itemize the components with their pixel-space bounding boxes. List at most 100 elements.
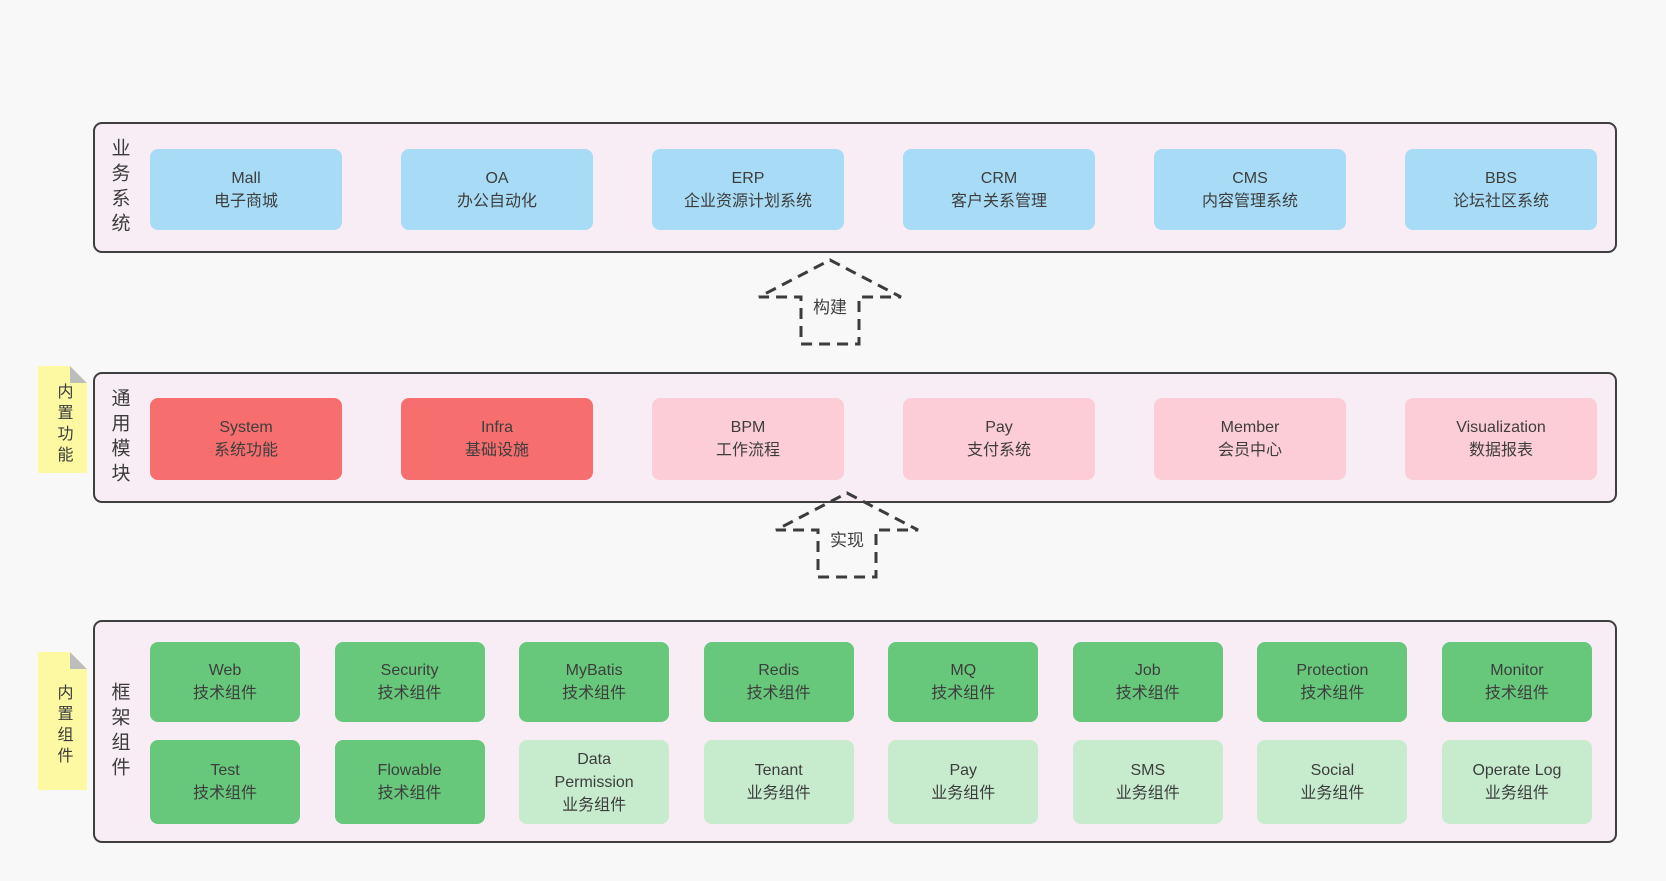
module-box: Visualization 数据报表	[1405, 398, 1597, 480]
box-title: Tenant	[754, 762, 803, 779]
arrow-label: 构建	[810, 293, 850, 318]
arrow-up-build: 构建	[755, 257, 905, 347]
box-title: Mall	[231, 169, 261, 187]
box-title: Social	[1310, 762, 1355, 779]
box-title: Visualization	[1456, 419, 1546, 436]
box-row: System 系统功能 Infra 基础设施 BPM 工作流程 Pay 支付系统 Member 会…	[150, 398, 1597, 480]
box-subtitle: 业务组件	[746, 785, 811, 802]
box-title: Test	[210, 762, 240, 779]
sticky-note: 内置组件	[38, 652, 87, 790]
box-title: BPM	[730, 419, 766, 436]
section-label: 通用模块	[108, 387, 130, 488]
module-box: BBS 论坛社区系统	[1405, 149, 1597, 230]
module-box: Data Permission 业务组件	[519, 740, 670, 824]
box-subtitle: 业务组件	[1484, 785, 1549, 802]
box-subtitle: 办公自动化	[456, 192, 537, 210]
box-subtitle: 论坛社区系统	[1452, 192, 1549, 210]
module-box: Pay 业务组件	[888, 740, 1039, 824]
box-subtitle: 技术组件	[377, 785, 442, 802]
box-subtitle: 业务组件	[1300, 785, 1365, 802]
box-subtitle: 数据报表	[1468, 442, 1533, 459]
module-box: Job 技术组件	[1072, 642, 1223, 722]
box-title: Job	[1134, 662, 1161, 679]
box-subtitle: 业务组件	[1115, 785, 1180, 802]
module-box: Member 会员中心	[1154, 398, 1346, 480]
box-subtitle: 技术组件	[192, 685, 257, 702]
page-fold-icon	[70, 366, 87, 383]
module-box: Flowable 技术组件	[334, 740, 485, 824]
arrow-label: 实现	[827, 526, 867, 551]
section-label: 框架组件	[108, 681, 130, 782]
box-subtitle: 业务组件	[562, 796, 627, 814]
module-box: Social 业务组件	[1257, 740, 1408, 824]
sticky-label: 内置功能	[54, 382, 72, 467]
box-subtitle: 技术组件	[1484, 685, 1549, 702]
dashed-up-arrow-icon	[775, 491, 919, 579]
module-box: MQ 技术组件	[888, 642, 1039, 722]
box-title: Operate Log	[1472, 762, 1562, 779]
page-fold-icon	[70, 652, 87, 669]
box-title: Pay	[949, 762, 978, 779]
box-subtitle: 技术组件	[1300, 685, 1365, 702]
box-title: MQ	[950, 662, 977, 679]
module-box: MyBatis 技术组件	[519, 642, 670, 722]
box-subtitle: 技术组件	[931, 685, 996, 702]
box-subtitle: 技术组件	[377, 685, 442, 702]
module-box: Pay 支付系统	[903, 398, 1095, 480]
module-box: SMS 业务组件	[1072, 740, 1223, 824]
box-title: Pay	[985, 419, 1013, 436]
arrow-up-implement: 实现	[772, 490, 922, 580]
box-title: Web	[208, 662, 242, 679]
box-title: CMS	[1232, 169, 1268, 187]
box-title: BBS	[1484, 169, 1517, 187]
module-box: Security 技术组件	[334, 642, 485, 722]
box-title: Data Permission	[554, 750, 634, 791]
box-title: OA	[485, 169, 509, 187]
module-box: Mall 电子商城	[150, 149, 342, 230]
box-subtitle: 基础设施	[464, 442, 529, 459]
box-title: ERP	[731, 169, 765, 187]
box-title: Infra	[480, 419, 513, 436]
box-title: Protection	[1296, 662, 1369, 679]
module-box: BPM 工作流程	[652, 398, 844, 480]
box-subtitle: 内容管理系统	[1201, 192, 1298, 210]
module-box: Web 技术组件	[150, 642, 300, 722]
section-common-modules: 通用模块 System 系统功能 Infra 基础设施 BPM 工作流程 Pay 支付系统 Mem…	[93, 372, 1617, 503]
box-subtitle: 支付系统	[966, 442, 1031, 459]
dashed-up-arrow-icon	[758, 258, 902, 346]
box-title: System	[219, 419, 273, 436]
box-title: Member	[1220, 419, 1280, 436]
module-box: Operate Log 业务组件	[1441, 740, 1592, 824]
box-subtitle: 技术组件	[746, 685, 811, 702]
box-title: SMS	[1130, 762, 1166, 779]
box-subtitle: 企业资源计划系统	[683, 192, 812, 210]
box-title: Security	[380, 662, 439, 679]
module-box: Test 技术组件	[150, 740, 300, 824]
box-subtitle: 业务组件	[931, 785, 996, 802]
module-box: Tenant 业务组件	[703, 740, 854, 824]
module-box: Protection 技术组件	[1257, 642, 1408, 722]
box-subtitle: 工作流程	[715, 442, 780, 459]
box-title: Flowable	[377, 762, 442, 779]
section-label: 业务系统	[108, 137, 130, 238]
box-title: Monitor	[1490, 662, 1544, 679]
module-box: Monitor 技术组件	[1441, 642, 1592, 722]
module-box: CMS 内容管理系统	[1154, 149, 1346, 230]
box-subtitle: 技术组件	[1115, 685, 1180, 702]
box-subtitle: 技术组件	[562, 685, 627, 702]
box-subtitle: 会员中心	[1217, 442, 1282, 459]
box-subtitle: 技术组件	[192, 785, 257, 802]
box-subtitle: 系统功能	[213, 442, 278, 459]
box-title: MyBatis	[565, 662, 623, 679]
sticky-note: 内置功能	[38, 366, 87, 473]
box-subtitle: 客户关系管理	[950, 192, 1047, 210]
box-subtitle: 电子商城	[213, 192, 278, 210]
module-box: ERP 企业资源计划系统	[652, 149, 844, 230]
